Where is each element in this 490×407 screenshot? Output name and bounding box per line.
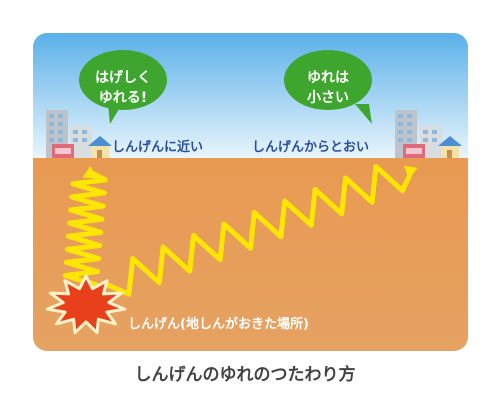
bubble-far-line1: ゆれは xyxy=(307,70,349,86)
hypocenter-burst xyxy=(45,274,127,335)
wave-far-arrowhead xyxy=(403,165,418,179)
waves xyxy=(62,164,418,297)
bubble-near-line1: はげしく xyxy=(95,70,151,86)
bubble-near-line2: ゆれる! xyxy=(98,90,148,106)
caption: しんげんのゆれのつたわり方 xyxy=(134,365,356,385)
near-label: しんげんに近い xyxy=(112,140,204,155)
left-house xyxy=(88,136,112,158)
bubble-far-text: ゆれは 小さい xyxy=(283,68,373,108)
hypocenter-label: しんげん(地しんがおきた場所) xyxy=(128,317,309,332)
right-house xyxy=(438,136,462,158)
right-buildings xyxy=(395,110,442,158)
wave-far xyxy=(105,164,415,297)
far-label: しんげんからとおい xyxy=(252,140,370,155)
bubble-far-line2: 小さい xyxy=(307,90,349,106)
bubble-far xyxy=(284,50,372,124)
bubble-near xyxy=(79,50,167,124)
wave-near-arrowhead xyxy=(82,166,97,179)
bubble-near-text: はげしく ゆれる! xyxy=(78,68,168,108)
wave-near xyxy=(62,169,108,293)
left-buildings xyxy=(46,110,92,158)
